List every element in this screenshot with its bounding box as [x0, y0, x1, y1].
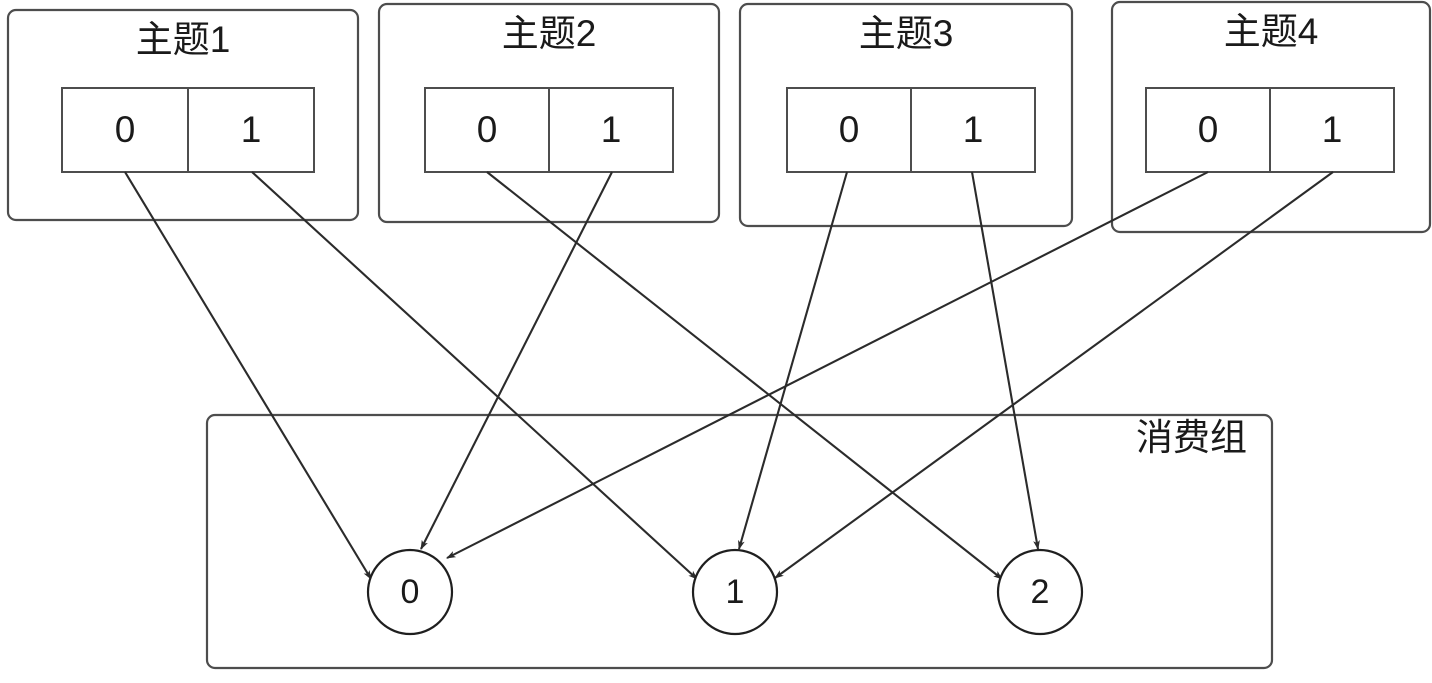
- topic-1-partition-0-label: 0: [115, 109, 136, 150]
- topic-box-4[interactable]: 主题4 0 1: [1110, 0, 1432, 234]
- consumer-node-2[interactable]: 2: [996, 548, 1084, 636]
- assignment-arrow: [970, 171, 1040, 550]
- topic-2-partition-0-label: 0: [477, 109, 498, 150]
- topic-box-3[interactable]: 主题3 0 1: [738, 2, 1074, 228]
- assignment-arrow: [124, 171, 372, 580]
- topic-3-partition-0-label: 0: [839, 109, 860, 150]
- topic-3-title: 主题3: [859, 13, 954, 54]
- consumer-node-0[interactable]: 0: [366, 548, 454, 636]
- consumer-group-title: 消费组: [1136, 417, 1247, 458]
- topic-3-partition-1-label: 1: [963, 109, 984, 150]
- consumer-1-circle: [691, 548, 779, 636]
- assignment-edges-layer: [124, 171, 1334, 580]
- topic-box-2[interactable]: 主题2 0 1: [377, 2, 721, 224]
- consumer-0-label: 0: [401, 573, 420, 611]
- topics-layer: 主题1 0 1 主题2 0 1 主题3 0: [6, 0, 1432, 234]
- consumer-1-label: 1: [726, 573, 745, 611]
- topic-4-partition-0-label: 0: [1198, 109, 1219, 150]
- consumer-nodes-layer: 0 1 2: [366, 548, 1084, 636]
- topic-box-1[interactable]: 主题1 0 1: [6, 8, 360, 222]
- assignment-arrow: [420, 171, 613, 550]
- assignment-arrow: [446, 171, 1209, 559]
- assignment-arrow: [251, 171, 698, 580]
- consumer-2-label: 2: [1031, 573, 1050, 611]
- topic-1-partition-1-label: 1: [241, 109, 262, 150]
- consumer-2-circle: [996, 548, 1084, 636]
- topic-2-title: 主题2: [502, 13, 597, 54]
- consumer-0-circle: [366, 548, 454, 636]
- topic-2-partition-1-label: 1: [601, 109, 622, 150]
- topic-4-title: 主题4: [1224, 11, 1319, 52]
- assignment-arrow: [774, 171, 1334, 579]
- consumer-node-1[interactable]: 1: [691, 548, 779, 636]
- topic-4-partition-1-label: 1: [1322, 109, 1343, 150]
- assignment-arrow: [737, 171, 849, 550]
- assignment-arrow: [486, 171, 1003, 580]
- topic-1-title: 主题1: [136, 19, 231, 60]
